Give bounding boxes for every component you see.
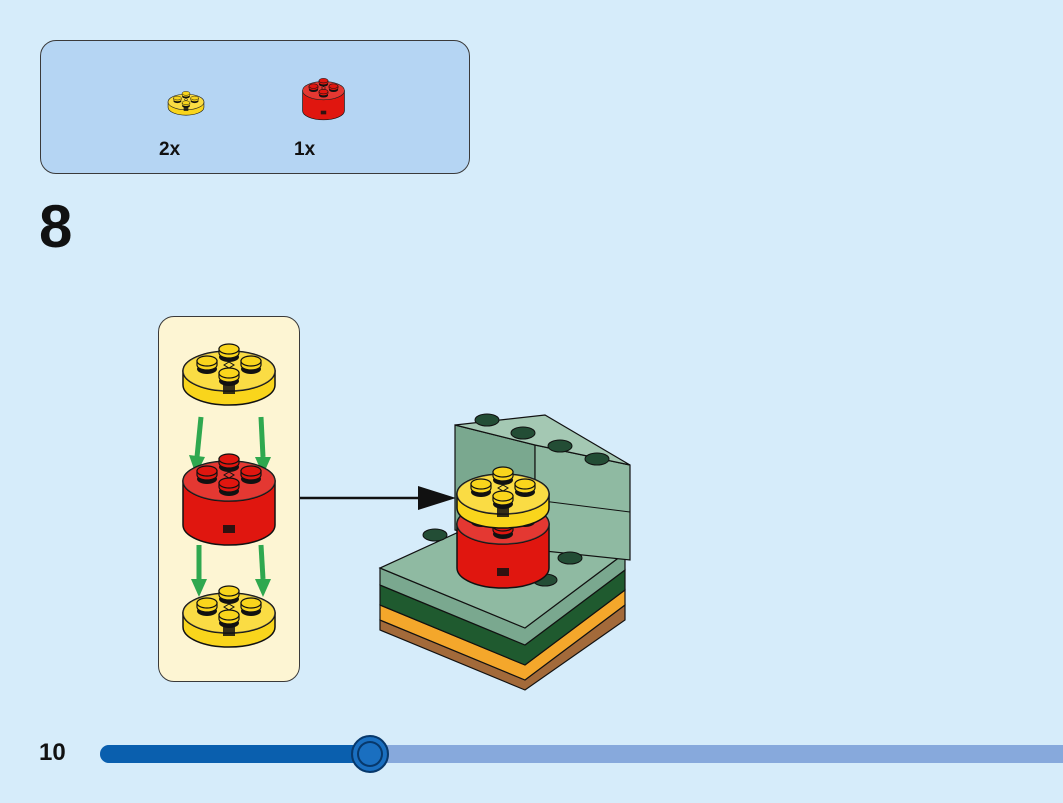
page-number: 10 [39, 739, 66, 766]
part-count-yellow: 2x [159, 139, 181, 160]
green-arrow-icon [191, 544, 271, 597]
yellow-round-plate-part [167, 91, 205, 116]
subassembly-diagram [182, 343, 276, 648]
main-model-diagram [378, 413, 631, 691]
step-number: 8 [39, 193, 72, 260]
parts-list-box: 2x 1x [40, 40, 470, 174]
progress-fill [100, 745, 370, 763]
placement-arrow [300, 486, 456, 510]
part-count-red: 1x [294, 139, 316, 160]
progress-knob[interactable] [350, 735, 389, 773]
subassembly-callout [158, 316, 300, 682]
red-round-brick-part [302, 78, 345, 121]
green-arrow-icon [189, 416, 271, 475]
